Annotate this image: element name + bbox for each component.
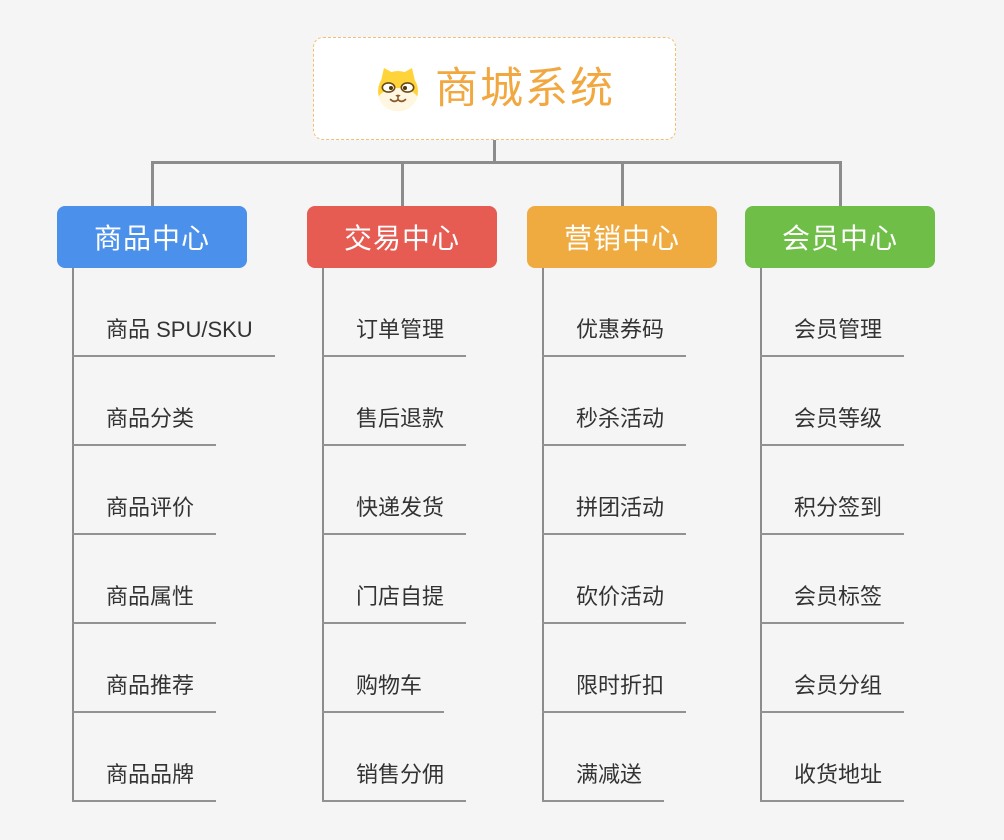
branch-label: 商品中心 [93, 223, 210, 254]
child-topic[interactable]: 砍价活动 [542, 582, 687, 624]
doge-icon [374, 65, 422, 113]
children-column-product-center: 商品 SPU/SKU 商品分类商品评价商品属性商品推荐商品品牌 [72, 268, 275, 802]
child-topic[interactable]: 限时折扣 [542, 671, 687, 713]
connector-root-vertical [493, 140, 496, 164]
child-topic[interactable]: 商品 SPU/SKU [72, 315, 275, 357]
child-topic[interactable]: 会员分组 [760, 671, 905, 713]
branch-label: 会员中心 [781, 223, 898, 254]
child-topic[interactable]: 快递发货 [322, 493, 467, 535]
connector-trunk-member-center [760, 268, 762, 802]
connector-bus [151, 161, 841, 164]
connector-drop-member-center [838, 161, 842, 207]
child-topic[interactable]: 商品评价 [72, 493, 217, 535]
child-topic[interactable]: 售后退款 [322, 404, 467, 446]
child-topic[interactable]: 积分签到 [760, 493, 905, 535]
root-title: 商城系统 [435, 65, 615, 113]
branch-label: 交易中心 [343, 223, 460, 254]
child-topic[interactable]: 收货地址 [760, 760, 905, 802]
connector-drop-product-center [150, 161, 154, 207]
children-column-member-center: 会员管理会员等级积分签到会员标签会员分组收货地址 [760, 268, 905, 802]
branch-header-product-center[interactable]: 商品中心 [57, 206, 247, 268]
child-topic[interactable]: 购物车 [322, 671, 445, 713]
child-topic[interactable]: 商品品牌 [72, 760, 217, 802]
child-topic[interactable]: 订单管理 [322, 315, 467, 357]
root-node[interactable]: 商城系统 [313, 37, 676, 140]
connector-trunk-product-center [72, 268, 74, 802]
child-topic[interactable]: 商品属性 [72, 582, 217, 624]
child-topic[interactable]: 拼团活动 [542, 493, 687, 535]
child-topic[interactable]: 销售分佣 [322, 760, 467, 802]
child-topic[interactable]: 优惠券码 [542, 315, 687, 357]
branch-header-member-center[interactable]: 会员中心 [745, 206, 935, 268]
child-topic[interactable]: 满减送 [542, 760, 665, 802]
children-column-marketing-center: 优惠券码秒杀活动拼团活动砍价活动限时折扣满减送 [542, 268, 687, 802]
child-topic[interactable]: 会员管理 [760, 315, 905, 357]
connector-trunk-marketing-center [542, 268, 544, 802]
connector-drop-marketing-center [620, 161, 624, 207]
child-topic[interactable]: 会员标签 [760, 582, 905, 624]
children-column-trade-center: 订单管理售后退款快递发货门店自提购物车销售分佣 [322, 268, 467, 802]
connector-drop-trade-center [400, 161, 404, 207]
connector-trunk-trade-center [322, 268, 324, 802]
branch-label: 营销中心 [563, 223, 680, 254]
child-topic[interactable]: 秒杀活动 [542, 404, 687, 446]
branch-header-trade-center[interactable]: 交易中心 [307, 206, 497, 268]
child-topic[interactable]: 商品推荐 [72, 671, 217, 713]
child-topic[interactable]: 门店自提 [322, 582, 467, 624]
child-topic[interactable]: 会员等级 [760, 404, 905, 446]
child-topic[interactable]: 商品分类 [72, 404, 217, 446]
branch-header-marketing-center[interactable]: 营销中心 [527, 206, 717, 268]
